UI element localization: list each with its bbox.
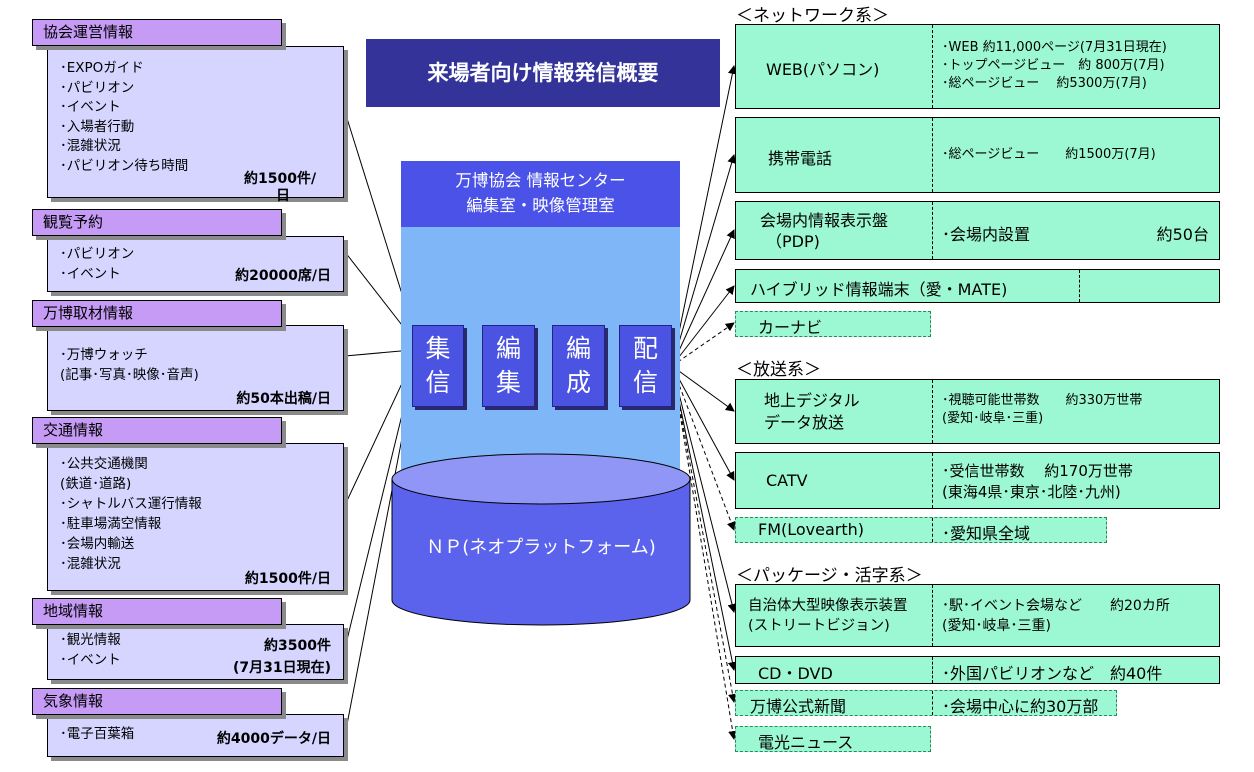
count-label: 約50本出稿/日: [236, 391, 331, 407]
arrow-to-fm: [671, 365, 736, 531]
list-item: ･入場者行動: [60, 118, 135, 135]
panel-reservation: ･パビリオン ･イベント 約20000席/日: [47, 236, 344, 292]
output-pdp: 会場内情報表示盤 （PDP) ･会場内設置 約50台: [735, 201, 1220, 260]
count-label: 約4000データ/日: [216, 731, 331, 747]
arrow-to-carnavi: [671, 322, 735, 367]
panel-title-regional-info: 地域情報: [32, 598, 282, 625]
output-digital-broadcast: 地上デジタル データ放送 ･視聴可能世帯数 約330万世帯 (愛知･岐阜･三重): [735, 379, 1220, 444]
list-item: ･会場内輸送: [60, 536, 135, 552]
output-web: WEB(パソコン) ･WEB 約11,000ページ(7月31日現在) ･トップペ…: [735, 24, 1220, 109]
count-label: 約1500件/ 日: [244, 171, 317, 204]
panel-press-info: ･万博ウォッチ (記事･写真･映像･音声) 約50本出稿/日: [47, 325, 344, 411]
arrow-to-news: [671, 365, 738, 740]
list-item: ･電子百葉箱: [60, 726, 135, 742]
panel-traffic-info: ･公共交通機関 (鉄道･道路) ･シャトルバス運行情報 ･駐車場満空情報 ･会場…: [47, 443, 344, 591]
process-edit: 編集: [482, 325, 535, 407]
arrow-to-vision: [671, 365, 737, 613]
list-item: ･イベント: [60, 265, 121, 282]
arrow-to-digital: [671, 365, 735, 412]
output-cd-dvd: CD・DVD ･外国パビリオンなど 約40件: [735, 656, 1220, 684]
platform-cylinder: [391, 453, 691, 626]
process-distribute: 配信: [619, 325, 672, 407]
output-official-newspaper: 万博公式新聞 ･会場中心に約30万部: [735, 690, 1117, 716]
arrow-to-catv: [671, 365, 735, 481]
arrow-to-hybrid: [671, 285, 735, 367]
output-street-vision: 自治体大型映像表示装置 (ストリートビジョン) ･駅･イベント会場など 約20カ…: [735, 584, 1220, 647]
count-label: 約1500件/日: [244, 571, 331, 587]
arrow-to-pdp: [671, 229, 735, 367]
list-item: ･イベント: [60, 651, 121, 668]
output-catv: CATV ･受信世帯数 約170万世帯 (東海4県･東京･北陸･九州): [735, 452, 1220, 509]
list-item: ･混雑状況: [60, 138, 121, 154]
list-item: (鉄道･道路): [60, 476, 132, 492]
output-fm: FM(Lovearth) ･愛知県全域: [735, 517, 1107, 543]
panel-title-traffic-info: 交通情報: [32, 417, 282, 444]
output-hybrid-terminal: ハイブリッド情報端末（愛・MATE): [735, 269, 1220, 303]
arrow-to-newspaper: [671, 365, 737, 703]
list-item: ･観光情報: [60, 632, 121, 648]
list-item: ･パビリオン: [60, 79, 135, 96]
output-car-navi: カーナビ: [735, 311, 931, 337]
panel-title-association-info: 協会運営情報: [32, 19, 282, 46]
count-label: 約20000席/日: [235, 268, 331, 284]
panel-title-press-info: 万博取材情報: [32, 300, 282, 327]
list-item: ･駐車場満空情報: [60, 516, 162, 532]
arrow-to-mobile: [671, 154, 737, 367]
panel-title-weather-info: 気象情報: [32, 688, 282, 715]
list-item: ･パビリオン待ち時間: [60, 157, 189, 174]
panel-title-reservation: 観覧予約: [32, 209, 282, 236]
process-collect: 集信: [412, 325, 464, 407]
list-item: ･シャトルバス運行情報: [60, 496, 202, 512]
list-item: ･パビリオン: [60, 246, 135, 262]
output-electric-news: 電光ニュース: [735, 726, 931, 752]
process-compose: 編成: [552, 325, 605, 407]
panel-association-info: ･EXPOガイド ･パビリオン ･イベント ･入場者行動 ･混雑状況 ･パビリオ…: [47, 46, 344, 204]
page-title: 来場者向け情報発信概要: [366, 39, 720, 107]
section-broadcast: ＜放送系＞: [736, 360, 821, 380]
arrow-from-weather-info: [344, 385, 415, 736]
arrow-to-web: [671, 65, 737, 367]
list-item: (記事･写真･映像･音声): [60, 366, 199, 383]
section-package: ＜パッケージ・活字系＞: [736, 566, 923, 586]
panel-regional-info: ･観光情報 ･イベント 約3500件 (7月31日現在): [47, 624, 344, 680]
list-item: ･EXPOガイド: [60, 60, 144, 76]
arrow-from-regional-info: [344, 373, 415, 649]
arrow-from-association-info: [344, 111, 414, 327]
list-item: ･混雑状況: [60, 556, 121, 572]
count-label: 約3500件 (7月31日現在): [232, 638, 331, 676]
arrow-from-reservation: [344, 251, 413, 339]
arrow-from-traffic-info: [344, 361, 413, 506]
list-item: ･万博ウォッチ: [60, 347, 148, 363]
list-item: ･イベント: [60, 99, 121, 115]
platform-label: ＮＰ(ネオプラットフォーム): [426, 537, 656, 558]
panel-weather-info: ･電子百葉箱 約4000データ/日: [47, 714, 344, 757]
info-center-header: 万博協会 情報センター 編集室・映像管理室: [401, 161, 680, 227]
arrow-from-press-info: [344, 346, 413, 357]
section-network: ＜ネットワーク系＞: [736, 6, 889, 26]
output-mobile: 携帯電話 ･総ページビュー 約1500万(7月): [735, 117, 1220, 193]
arrow-to-cd: [671, 365, 737, 671]
list-item: ･公共交通機関: [60, 456, 148, 472]
